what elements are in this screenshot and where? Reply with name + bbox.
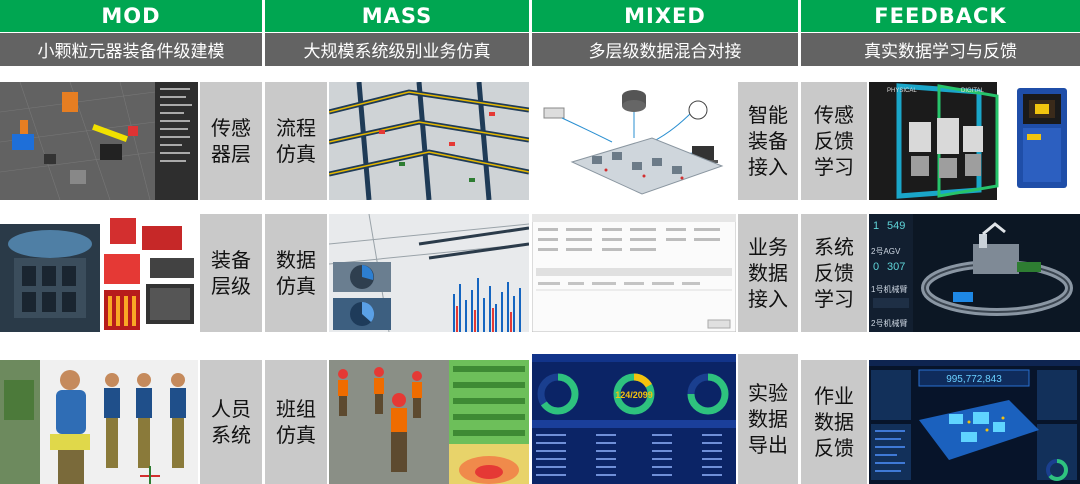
row-label: 实验 数据 导出 — [738, 354, 798, 484]
row-label: 班组 仿真 — [265, 360, 327, 484]
column-subtitle: 多层级数据混合对接 — [532, 33, 798, 66]
row-label: 作业 数据 反馈 — [801, 360, 867, 484]
column-header: MASS — [265, 0, 529, 32]
device-access-image — [532, 82, 736, 200]
row-label: 智能 装备 接入 — [738, 82, 798, 200]
system-monitor-image: 1 549 2号AGV 0 307 1号机械臂 2号机械臂 — [869, 214, 1080, 332]
operation-dashboard-image: 995,772,843 — [869, 360, 1080, 484]
column-header: FEEDBACK — [801, 0, 1080, 32]
data-simulation-image — [329, 214, 529, 332]
row-system-feedback: 系统 反馈 学习 1 549 2号AGV 0 307 1号机械臂 2号机械臂 — [801, 214, 1080, 332]
row-operation-feedback: 作业 数据 反馈 995,772,843 — [801, 360, 1080, 484]
team-simulation-image — [329, 360, 529, 484]
column-mod: MOD 小颗粒元器装备件级建模 — [0, 0, 262, 484]
row-sensor: 传感 器层 — [0, 82, 262, 200]
row-sensor-feedback: 传感 反馈 学习 PHYSICAL DIGITAL — [801, 82, 1080, 200]
column-feedback: FEEDBACK 真实数据学习与反馈 传感 反馈 学习 PHYSICAL DIG… — [801, 0, 1080, 484]
row-personnel: 人员 系统 — [0, 360, 262, 484]
digital-label: DIGITAL — [961, 88, 985, 94]
row-label: 人员 系统 — [200, 360, 262, 484]
monitor-label-arm-1: 1号机械臂 — [871, 284, 907, 294]
experiment-dashboard-image: 124/2099 — [532, 354, 736, 484]
monitor-label-agv: 2号AGV — [871, 247, 901, 256]
column-header: MIXED — [532, 0, 798, 32]
sensor-model-image — [0, 82, 198, 200]
row-label: 装备 层级 — [200, 214, 262, 332]
column-subtitle: 真实数据学习与反馈 — [801, 33, 1080, 66]
personnel-model-image — [0, 360, 198, 484]
column-subtitle: 大规模系统级别业务仿真 — [265, 33, 529, 66]
row-label: 系统 反馈 学习 — [801, 214, 867, 332]
row-process-sim: 流程 仿真 — [265, 82, 529, 200]
digital-twin-image: PHYSICAL DIGITAL — [869, 82, 1080, 200]
physical-label: PHYSICAL — [887, 88, 917, 94]
column-header: MOD — [0, 0, 262, 32]
row-device-access: 智能 装备 接入 — [532, 82, 798, 200]
row-equipment: 装备 层级 — [0, 214, 262, 332]
row-label: 传感 反馈 学习 — [801, 82, 867, 200]
svg-text:0: 0 — [873, 261, 879, 273]
row-business-access: 业务 数据 接入 — [532, 214, 798, 332]
row-experiment-export: 124/2099 实验 数据 导出 — [532, 354, 798, 484]
svg-text:1: 1 — [873, 220, 879, 232]
row-data-sim: 数据 仿真 — [265, 214, 529, 332]
column-mass: MASS 大规模系统级别业务仿真 流程 仿真 — [265, 0, 529, 484]
row-team-sim: 班组 仿真 — [265, 360, 529, 484]
monitor-value-1: 549 — [887, 220, 905, 232]
column-mixed: MIXED 多层级数据混合对接 智能 装备 接入 — [532, 0, 798, 484]
monitor-value-2: 307 — [887, 261, 905, 273]
column-subtitle: 小颗粒元器装备件级建模 — [0, 33, 262, 66]
process-simulation-image — [329, 82, 529, 200]
row-label: 数据 仿真 — [265, 214, 327, 332]
business-form-image — [532, 214, 736, 332]
equipment-model-image — [0, 214, 198, 332]
row-label: 传感 器层 — [200, 82, 262, 200]
dashboard-center-value: 124/2099 — [615, 390, 653, 400]
row-label: 业务 数据 接入 — [738, 214, 798, 332]
monitor-label-arm-2: 2号机械臂 — [871, 318, 907, 328]
dashboard-total-value: 995,772,843 — [946, 374, 1002, 385]
row-label: 流程 仿真 — [265, 82, 327, 200]
